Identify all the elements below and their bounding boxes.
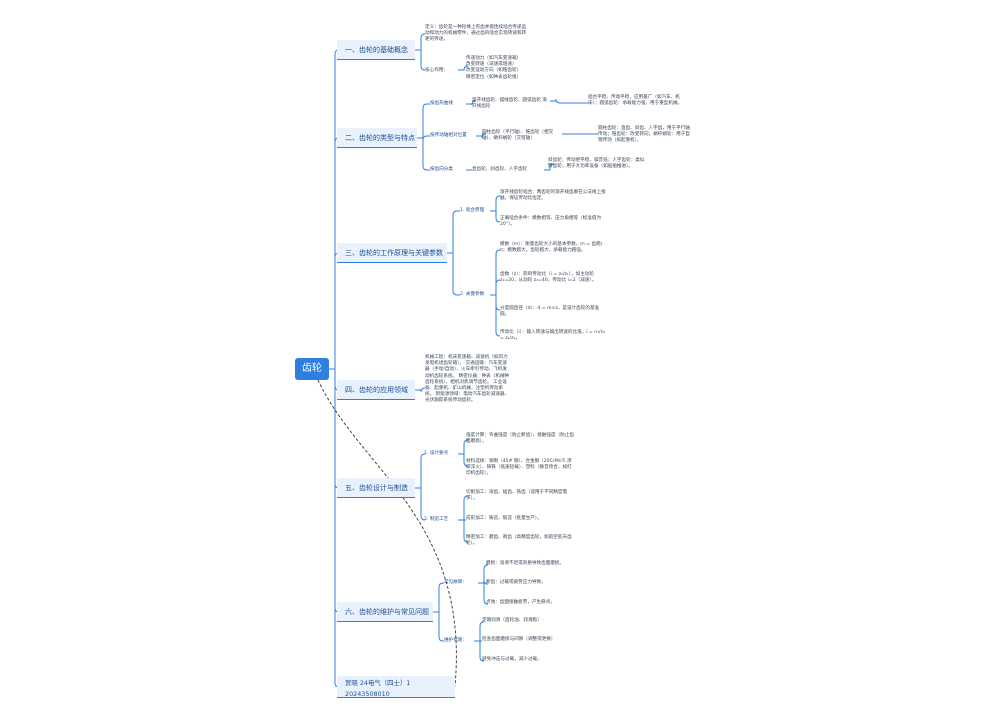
connector-line-15 (476, 133, 487, 139)
section-2-title[interactable]: 二、齿轮的类型与特点 (337, 128, 417, 148)
section-5-group-1-label: 1. 设计要点 (424, 451, 449, 456)
connector-line-22 (490, 210, 501, 223)
section-2-group-3-detail: 斜齿轮：传动更平稳、噪音低；人字齿轮：类似斜齿轮，用于大功率设备（如船舶推进）。 (548, 158, 645, 170)
connector-line-21 (490, 195, 501, 212)
section-3-param-2: 齿数（z）：影响传动比（i = z₂/z₁），如主动轮 z₁=20，从动轮 z₂… (500, 272, 597, 284)
core-item: 精密定位（如钟表齿轮组） (466, 74, 522, 80)
root-node[interactable]: 齿轮 (295, 358, 329, 380)
connector-line-27 (415, 387, 426, 393)
connector-line-40 (474, 621, 485, 642)
connector-line-10 (417, 103, 430, 139)
section-6-fault-2: 断齿：过载或疲劳应力导致。 (486, 580, 546, 585)
section-2-group-3-desc: 直齿轮、斜齿轮、人字齿轮 (472, 167, 528, 172)
connector-line-7 (415, 33, 426, 51)
section-6-group-1-label: 常见故障： (444, 580, 467, 585)
section-3-meshing-2: 正确啮合条件：模数相等、压力角相等（标准值为 20°）。 (500, 216, 602, 228)
connector-line-39 (478, 582, 489, 605)
section-3-param-3: 分度圆直径（d）：d = m×z，是设计齿轮的基准圆。 (500, 306, 600, 318)
section-3-title[interactable]: 三、齿轮的工作原理与关键参数 (337, 243, 447, 263)
connector-line-12 (417, 137, 430, 171)
core-item: 改变转速（减速或增速） (466, 62, 517, 68)
section-5-manufacture-2: 成形加工：铸造、锻造（批量生产）。 (466, 516, 542, 521)
connector-line-30 (458, 439, 469, 455)
section-3-group-2-label: 2. 关键参数 (460, 292, 485, 297)
connector-line-20 (447, 252, 460, 296)
section-3-param-4: 传动比（i）：输入转速与输出转速的比值，i = n₁/n₂ = z₂/z₁。 (500, 330, 606, 342)
connector-line-36 (433, 611, 444, 642)
connector-line-32 (458, 495, 469, 521)
dashed-relation-line (317, 379, 457, 687)
section-6-title[interactable]: 六、齿轮的维护与常见问题 (337, 602, 433, 622)
section-3-meshing-1: 渐开线齿轮啮合：两齿轮的渐开线齿廓在公法线上接触，保证传动比恒定。 (500, 190, 606, 202)
section-5-manufacture-1: 切削加工：滚齿、插齿、铣齿（适用于不同精度需求）。 (466, 490, 568, 502)
connector-line-29 (415, 487, 426, 521)
section-5-title[interactable]: 五、齿轮设计与制造 (337, 478, 415, 498)
connector-line-23 (490, 249, 501, 296)
section-5-design-1: 强度计算：弯曲强度（防止断齿）、接触强度（防止齿面磨损）。 (466, 433, 574, 445)
section-2-group-3-label: 按齿向分类 (430, 167, 453, 172)
section-6-fault-3: 点蚀：齿面接触疲劳，产生麻点。 (486, 600, 555, 605)
connector-line-6 (329, 368, 340, 688)
connector-line-19 (447, 210, 460, 254)
connector-line-18 (544, 163, 555, 171)
section-3-group-1-label: 1. 啮合原理 (460, 208, 485, 213)
section-1-title[interactable]: 一、齿轮的基础概念 (337, 40, 415, 60)
section-6-maint-3: 避免冲击与过载，减少过载。 (482, 657, 542, 662)
section-5-manufacture-3: 精密加工：磨齿、剃齿（高精度齿轮，如航空航天齿轮）。 (466, 535, 572, 547)
section-1-core-list: 传递动力（如汽车变速箱） 改变转速（减速或增速） 改变运动方向（如锥齿轮） 精密… (466, 56, 546, 81)
section-5-design-2: 材料选择：钢制（45# 钢）、合金钢（20CrMnTi 渗碳淬火）、铸铁（低速轻… (466, 459, 572, 477)
section-2-group-1-label: 按齿形曲线 (430, 101, 453, 106)
section-6-group-2-label: 维护措施： (444, 638, 467, 643)
connector-line-9 (458, 65, 469, 71)
connector-line-8 (415, 49, 426, 71)
connector-line-14 (550, 98, 588, 104)
section-4-title[interactable]: 四、齿轮的应用领域 (337, 380, 415, 400)
section-2-group-2-detail: 圆柱齿轮：直齿、斜齿、人字齿，用于平行轴传动；锥齿轮：改变转向；蜗杆蜗轮：用于自… (598, 126, 690, 144)
connector-line-42 (474, 640, 485, 662)
connector-line-13 (466, 100, 477, 106)
section-2-group-1-desc: 渐开线齿轮、摆线齿轮、圆弧齿轮 渐开线齿轮 (472, 98, 547, 110)
section-5-group-2-label: 2. 制造工艺 (424, 517, 449, 522)
section-2-group-1-detail: 啮合平稳、传动平稳，应用最广（如汽车、机床）；圆弧齿轮：承载能力强，用于重型机械… (588, 95, 683, 107)
connector-line-2 (329, 252, 340, 370)
connector-line-28 (415, 453, 426, 489)
section-6-maint-2: 检查齿面磨损与间隙（调整或更换） (482, 637, 556, 642)
connector-line-24 (490, 279, 501, 296)
connector-line-26 (490, 294, 501, 337)
connector-line-34 (458, 519, 469, 543)
connector-line-38 (478, 579, 489, 585)
section-2-group-2-label: 按传动轴相对位置 (430, 133, 467, 138)
author-node[interactable]: 贺晓 24电气（四士）1 20243508010 (337, 676, 455, 698)
connector-line-31 (458, 453, 469, 467)
connector-line-0 (329, 49, 340, 370)
section-1-core-label: 核心作用： (425, 68, 448, 73)
section-2-group-2-desc: 圆柱齿轮（平行轴）、锥齿轮（相交轴）、蜗杆蜗轮（交错轴） (482, 130, 554, 142)
connector-line-37 (478, 564, 489, 584)
connector-line-35 (433, 582, 444, 613)
section-1-definition: 定义：齿轮是一种轮缘上有齿并能连续啮合传递运动和动力的机械零件，通过齿的啮合实现… (425, 25, 527, 43)
section-6-maint-1: 定期润滑（齿轮油、润滑脂） (482, 618, 542, 623)
section-3-param-1: 模数（m）：衡量齿轮大小的基本参数，m = 齿距/π；模数越大，齿轮越大，承载能… (500, 242, 603, 254)
section-6-fault-1: 磨损：润滑不足或杂质导致齿面磨损。 (486, 561, 565, 566)
section-4-applications: 机械工程：机床变速箱、减速机（如风力发电机组齿轮箱）。 交通运输：汽车变速器（手… (425, 355, 510, 404)
core-item: 传递动力（如汽车变速箱） (466, 56, 522, 61)
core-item: 改变运动方向（如锥齿轮） (466, 68, 522, 74)
